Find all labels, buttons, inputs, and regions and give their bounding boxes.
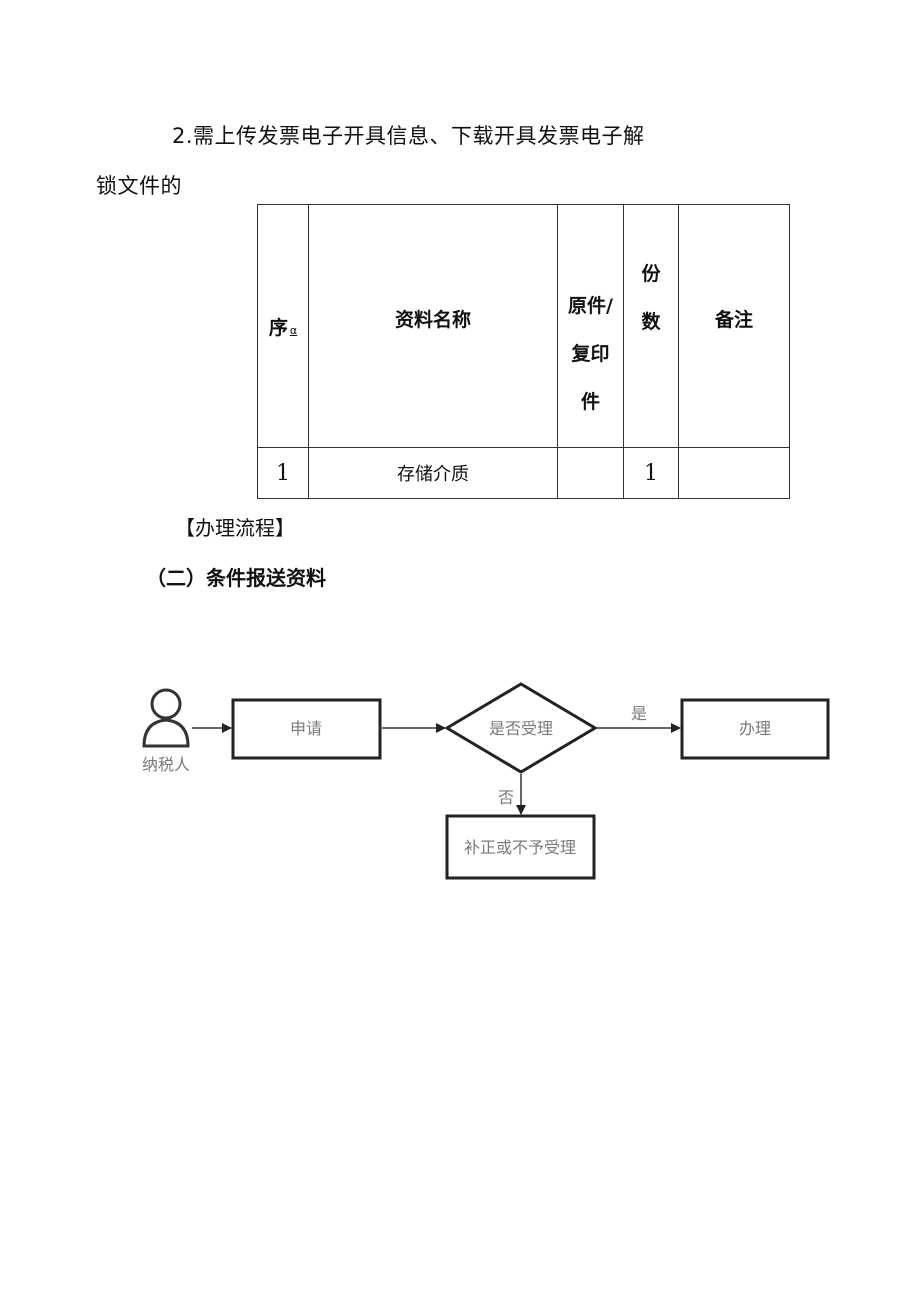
header-count-line1: 份 (641, 263, 661, 285)
apply-box (231, 698, 382, 760)
yes-label: 是 (631, 704, 647, 723)
header-seq-mark: α (289, 323, 298, 337)
header-note-label: 备注 (714, 308, 753, 331)
no-label: 否 (498, 788, 514, 807)
apply-label: 申请 (290, 719, 322, 738)
cell-original (557, 447, 624, 499)
process-flowchart: 纳税人 申请 是否受理 是 办理 否 补正或不予受理 (142, 682, 830, 880)
handle-label: 办理 (739, 719, 771, 738)
cell-note (678, 447, 790, 499)
header-original-line2: 复印 (571, 343, 610, 365)
reject-box (445, 814, 596, 880)
person-icon (142, 688, 190, 748)
cell-name: 存储介质 (308, 447, 558, 499)
heading-line-1: 2.需上传发票电子开具信息、下载开具发票电子解 (172, 124, 645, 148)
process-title: 【办理流程】 (175, 516, 295, 540)
reject-label: 补正或不予受理 (464, 838, 576, 857)
header-count-line2: 数 (641, 311, 661, 333)
header-original-line1: 原件/ (568, 295, 613, 317)
decision-diamond (444, 682, 598, 774)
header-name-label: 资料名称 (394, 308, 471, 331)
subsection-title: （二）条件报送资料 (146, 566, 326, 590)
decision-label: 是否受理 (489, 719, 553, 738)
cell-count: 1 (623, 447, 679, 499)
heading-line-2: 锁文件的 (96, 174, 182, 198)
actor-label: 纳税人 (142, 755, 190, 774)
cell-seq: 1 (257, 447, 309, 499)
header-seq-label: 序 (268, 316, 288, 339)
table-row: 1 存储介质 1 (257, 447, 790, 499)
header-original-line3: 件 (580, 391, 600, 413)
header-count: 份 数 (623, 204, 679, 448)
handle-box (680, 698, 830, 760)
header-name: 资料名称 (308, 204, 558, 448)
header-original: 原件/ 复印 件 (557, 204, 624, 448)
header-note: 备注 (678, 204, 790, 448)
